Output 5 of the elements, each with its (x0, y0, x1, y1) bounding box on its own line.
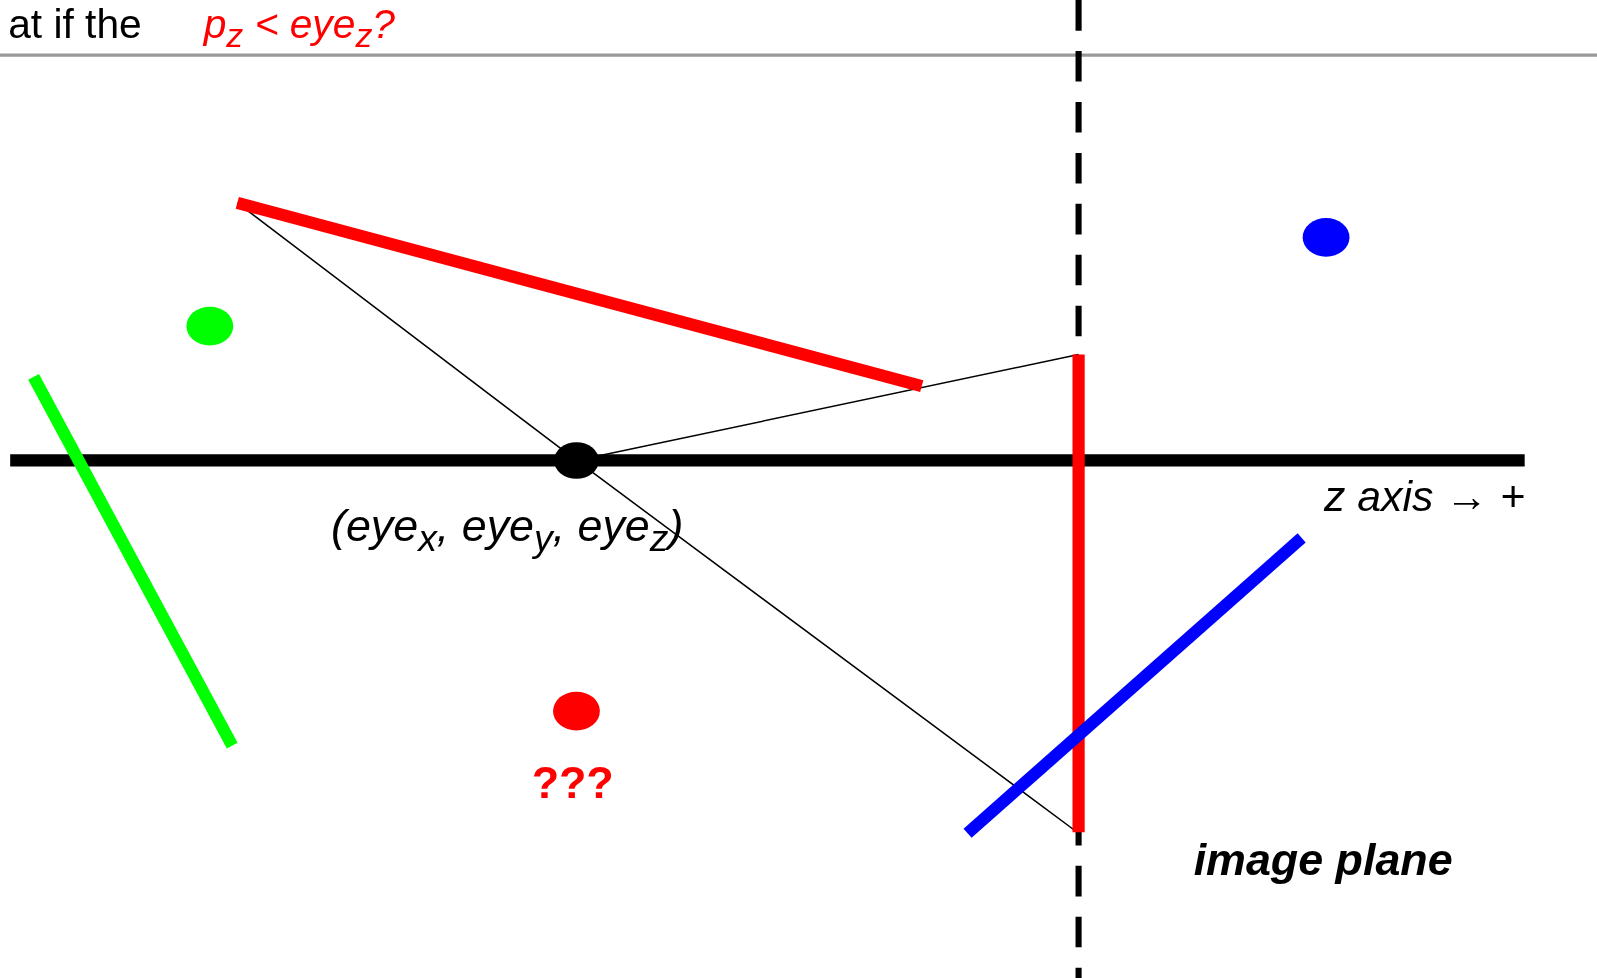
image-plane-label: image plane (1193, 835, 1453, 885)
axis-label: z axis → + (1324, 472, 1525, 520)
unknown-marker: ??? (531, 757, 614, 808)
heading-text: at if the (8, 2, 142, 47)
heading-formula: p$_{z}$ < eye$_{z}$? (203, 2, 395, 55)
